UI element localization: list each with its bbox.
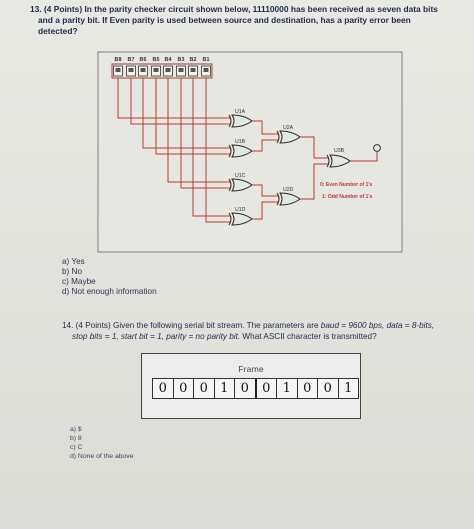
serial-frame-panel: Frame 0 0 0 1 0 0 1 0 0 1 bbox=[141, 353, 361, 419]
xor-gate-u1b bbox=[228, 144, 253, 158]
frame-bit: 1 bbox=[277, 379, 298, 398]
switch-toggle bbox=[178, 68, 184, 72]
bit-label-b3: B3 bbox=[178, 57, 185, 63]
switch-toggle bbox=[140, 68, 146, 72]
question-14-line-1: 14. (4 Points) Given the following seria… bbox=[62, 321, 472, 332]
gate-label-u2a: U2A bbox=[283, 125, 294, 131]
xor-gate-u1c bbox=[228, 178, 253, 192]
switch-toggle bbox=[153, 68, 159, 72]
q14-option-d[interactable]: d) None of the above bbox=[70, 453, 134, 460]
bit-label-b2: B2 bbox=[190, 57, 197, 63]
question-13-line-3: detected? bbox=[38, 26, 78, 36]
frame-bit: 0 bbox=[194, 379, 215, 398]
switch-toggle bbox=[190, 68, 196, 72]
frame-bit: 0 bbox=[298, 379, 318, 398]
switch-toggle bbox=[165, 68, 171, 72]
q14-option-b[interactable]: b) 8 bbox=[70, 435, 82, 442]
xor-gate-u1d bbox=[228, 212, 253, 226]
output-probe bbox=[373, 144, 381, 152]
switch-toggle bbox=[128, 68, 134, 72]
switch-toggle bbox=[203, 68, 209, 72]
q14-text-a: 14. (4 Points) Given the following seria… bbox=[62, 321, 321, 330]
q13-option-c[interactable]: c) Maybe bbox=[62, 277, 96, 286]
gate-label-u1c: U1C bbox=[235, 173, 246, 179]
q13-option-b[interactable]: b) No bbox=[62, 267, 83, 276]
frame-bit: 1 bbox=[215, 379, 235, 398]
bit-label-b7: B7 bbox=[128, 57, 135, 63]
frame-bit: 0 bbox=[257, 379, 277, 398]
xor-gates bbox=[228, 114, 351, 226]
q14-text-b: baud = 9600 bps, data = 8-bits, bbox=[320, 321, 435, 330]
xor-gate-u2d bbox=[276, 192, 301, 206]
frame-bit: 1 bbox=[344, 381, 353, 396]
input-switch-bank bbox=[111, 63, 213, 79]
gate-label-u2d: U2D bbox=[283, 187, 294, 193]
question-13-line-1: 13. (4 Points) In the parity checker cir… bbox=[30, 4, 460, 15]
question-14-line-2: stop bits = 1, start bit = 1, parity = n… bbox=[72, 332, 472, 343]
bit-label-b5: B5 bbox=[153, 57, 160, 63]
frame-bit: 0 bbox=[153, 379, 174, 398]
bit-label-b1: B1 bbox=[203, 57, 210, 63]
q14-option-c[interactable]: c) C bbox=[70, 444, 83, 451]
q14-option-a[interactable]: a) $ bbox=[70, 426, 82, 433]
question-13-line-2: and a parity bit. If Even parity is used… bbox=[38, 15, 411, 25]
bit-label-b4: B4 bbox=[165, 57, 172, 63]
q13-text-a: 13. (4 Points) In the parity checker cir… bbox=[30, 4, 253, 14]
xor-gate-u1a bbox=[228, 114, 253, 128]
q14-text-question: What ASCII character is transmitted? bbox=[240, 332, 377, 341]
xor-gate-u3b bbox=[326, 154, 351, 168]
gate-label-u1a: U1A bbox=[235, 109, 246, 115]
frame-bit: 0 bbox=[318, 379, 339, 398]
legend-even: 0: Even Number of 1's bbox=[320, 182, 373, 188]
bit-label-b6: B6 bbox=[140, 57, 147, 63]
switch-toggle bbox=[115, 68, 121, 72]
q13-text-b: 11110000 bbox=[252, 4, 289, 14]
gate-label-u3b: U3B bbox=[334, 148, 345, 154]
circuit-wires bbox=[117, 78, 378, 223]
q14-text-params: stop bits = 1, start bit = 1, parity = n… bbox=[72, 332, 241, 341]
bit-label-b8: B8 bbox=[115, 57, 122, 63]
q13-text-c: has been received as seven data bits bbox=[288, 4, 438, 14]
bit-labels: B8 B7 B6 B5 B4 B3 B2 B1 bbox=[115, 57, 210, 63]
frame-bit-cells: 0 0 0 1 0 0 1 0 0 1 bbox=[152, 378, 359, 399]
xor-gate-u2a bbox=[276, 130, 301, 144]
frame-bit: 0 bbox=[235, 379, 257, 398]
frame-bit: 0 bbox=[174, 379, 194, 398]
q13-option-a[interactable]: a) Yes bbox=[62, 257, 85, 266]
input-switches bbox=[113, 65, 211, 77]
frame-title: Frame bbox=[238, 364, 264, 374]
gate-label-u1b: U1B bbox=[235, 139, 246, 145]
q13-option-d[interactable]: d) Not enough information bbox=[62, 287, 157, 296]
legend-odd: 1: Odd Number of 1's bbox=[322, 194, 373, 200]
gate-label-u1d: U1D bbox=[235, 207, 246, 213]
